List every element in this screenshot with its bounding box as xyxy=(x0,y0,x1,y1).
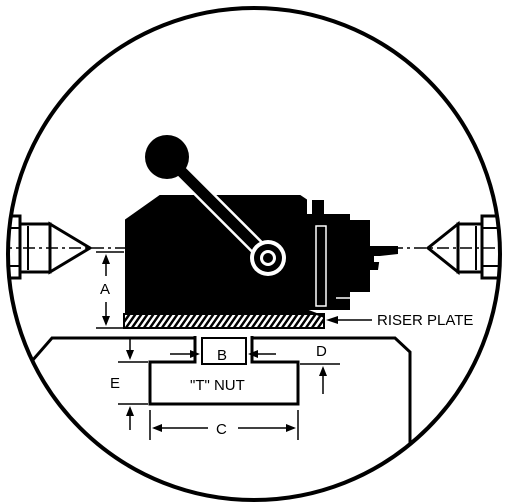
label-d: D xyxy=(316,343,327,360)
t-slot xyxy=(148,336,300,406)
riser-plate xyxy=(123,313,325,329)
label-a: A xyxy=(100,281,110,298)
dimension-b: B xyxy=(170,347,276,364)
tool-holder xyxy=(306,200,398,310)
tool-post-body xyxy=(125,195,323,318)
lever-handle xyxy=(145,135,286,276)
label-e: E xyxy=(110,375,120,392)
t-nut-neck xyxy=(201,337,247,365)
label-riser-plate: RISER PLATE xyxy=(377,312,473,329)
view-circle xyxy=(6,6,502,502)
dimension-d: D xyxy=(300,343,340,394)
dimension-e: E xyxy=(110,338,148,430)
label-c: C xyxy=(216,421,227,438)
riser-plate-callout: RISER PLATE xyxy=(326,312,473,329)
dimension-a: A xyxy=(96,251,124,329)
dimension-c: C xyxy=(149,410,299,440)
label-b: B xyxy=(217,347,227,364)
label-t-nut: "T" NUT xyxy=(190,377,245,394)
handle-knob xyxy=(145,135,189,179)
left-center xyxy=(8,214,93,280)
right-center xyxy=(425,214,500,280)
